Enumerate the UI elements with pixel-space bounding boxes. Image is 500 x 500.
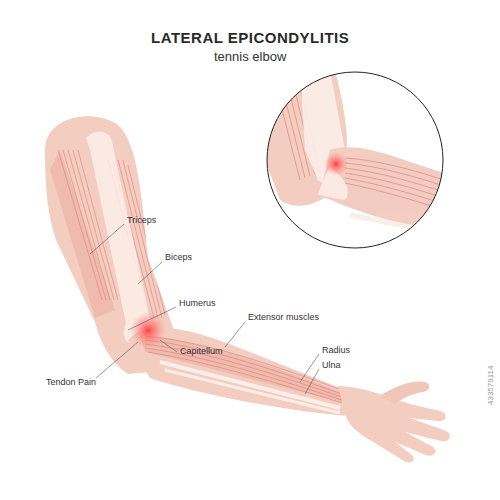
part-label: Humerus: [179, 299, 216, 309]
inset-circle: [267, 72, 443, 248]
upper-arm: [45, 116, 175, 374]
part-label: Radius: [322, 346, 350, 356]
inset-zoom: [260, 65, 450, 255]
part-label: Biceps: [165, 253, 192, 263]
subtitle: tennis elbow: [214, 50, 286, 64]
part-label: Capitellum: [180, 347, 223, 357]
pain-glow: [130, 312, 166, 348]
part-label: Tendon Pain: [46, 378, 96, 388]
forearm: [128, 328, 348, 416]
part-label: Ulna: [322, 361, 341, 371]
extensor-bundle: [140, 335, 342, 413]
watermark: 433579114: [487, 366, 496, 405]
part-label: Extensor muscles: [248, 313, 319, 323]
leader-lines: [90, 224, 319, 394]
diagram-title: LATERAL EPICONDYLITIS: [151, 30, 349, 47]
part-label: Triceps: [127, 216, 156, 226]
thumb: [380, 382, 429, 404]
